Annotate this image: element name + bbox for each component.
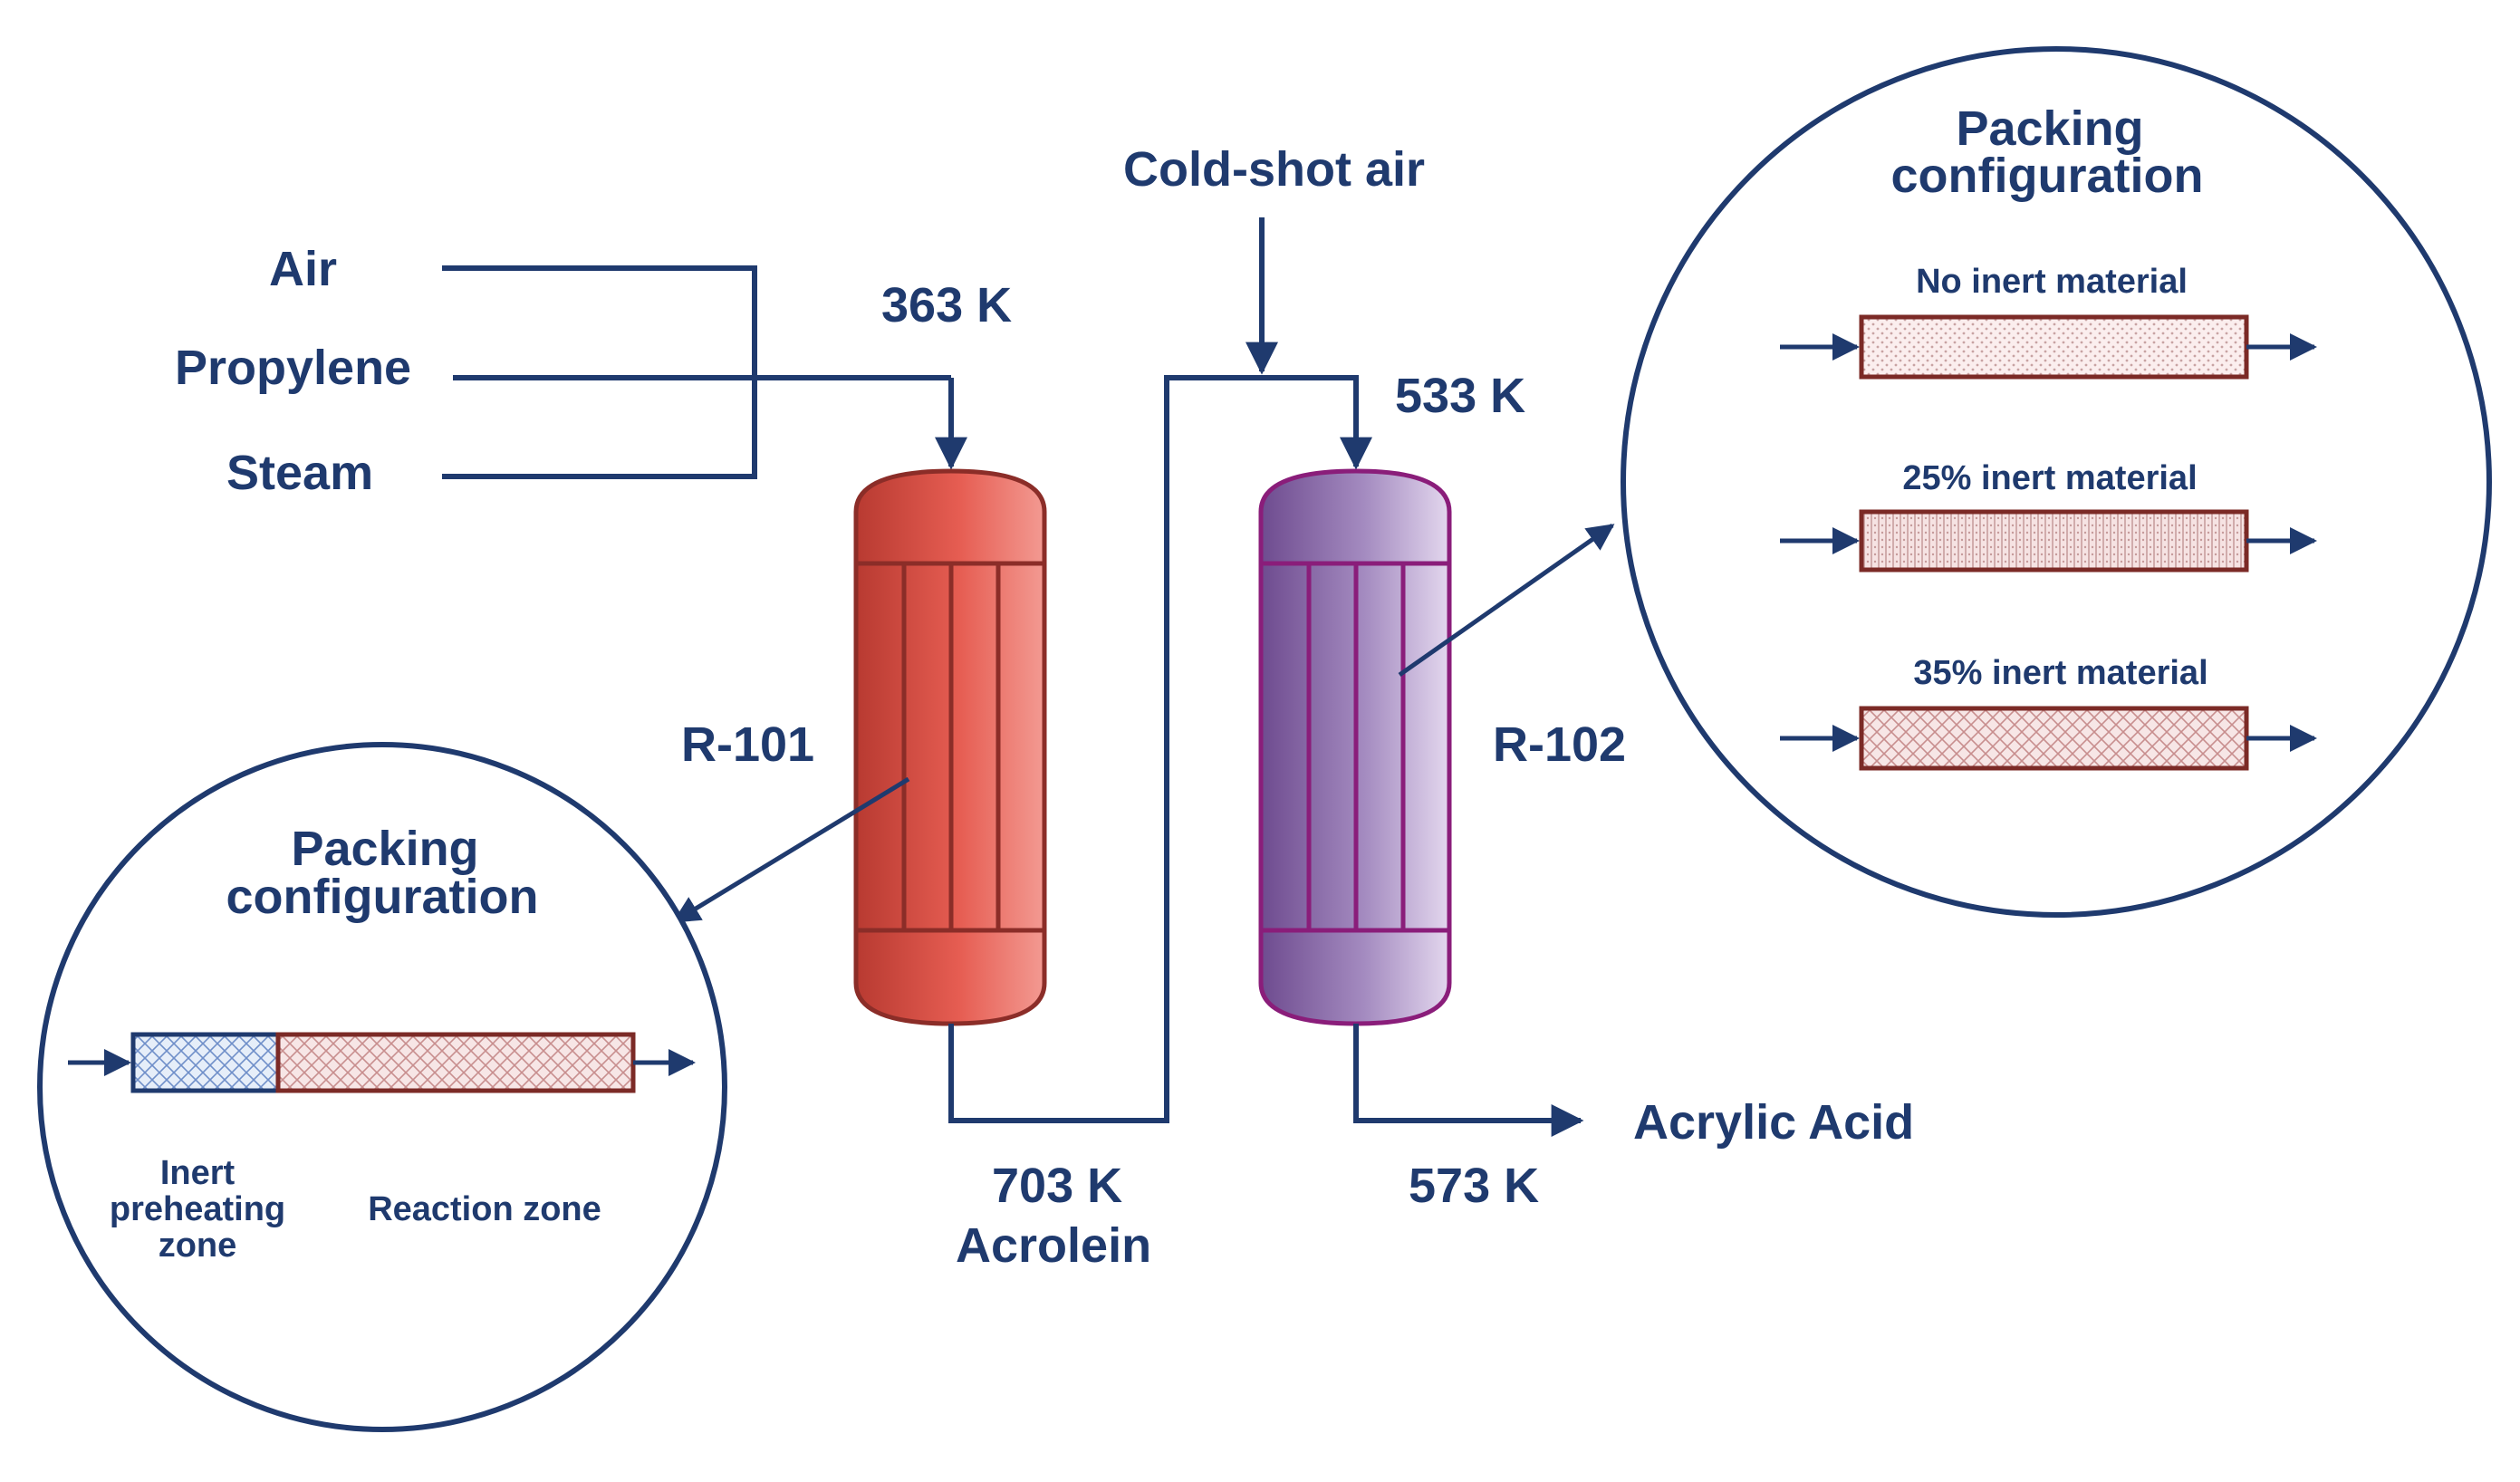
right-detail-title-2: configuration bbox=[1891, 149, 2204, 203]
r101-callout bbox=[672, 776, 910, 924]
r101-inlet-temp: 363 K bbox=[881, 278, 1012, 332]
right-packing-detail: Packing configuration No inert material … bbox=[1621, 46, 2492, 918]
reaction-zone bbox=[275, 1032, 636, 1093]
r102-callout bbox=[1398, 523, 1615, 678]
acrylic-acid-label: Acrylic Acid bbox=[1633, 1095, 1914, 1150]
inert-preheating-zone bbox=[130, 1032, 281, 1093]
packing-25-inert bbox=[1859, 509, 2249, 573]
inert-label-2: preheating bbox=[110, 1190, 285, 1228]
r102-inlet-temp: 533 K bbox=[1395, 369, 1525, 423]
acrylic-acid-line bbox=[1353, 1024, 1584, 1137]
option-no-inert-label: No inert material bbox=[1916, 263, 2188, 301]
air-manifold-line bbox=[442, 265, 757, 476]
packing-no-inert bbox=[1859, 314, 2249, 380]
left-packing-detail: Packing configuration Inert preheating z… bbox=[37, 742, 727, 1432]
left-detail-title-2: configuration bbox=[226, 870, 539, 924]
option-25-inert-label: 25% inert material bbox=[1902, 459, 2197, 497]
acrolein-label: Acrolein bbox=[956, 1218, 1151, 1273]
packing-35-inert bbox=[1859, 706, 2249, 771]
r101-label: R-101 bbox=[681, 717, 814, 772]
r102-label: R-102 bbox=[1493, 717, 1626, 772]
air-steam-vertical bbox=[442, 265, 757, 476]
reactor-r101 bbox=[853, 468, 1047, 1026]
air-label: Air bbox=[269, 242, 337, 296]
feed-lines bbox=[442, 265, 757, 474]
inert-label-1: Inert bbox=[160, 1154, 236, 1192]
propylene-label: Propylene bbox=[175, 341, 411, 395]
acrolein-line bbox=[948, 375, 1372, 1123]
inert-label-3: zone bbox=[159, 1227, 237, 1265]
manifold-box bbox=[442, 265, 757, 479]
right-detail-title-1: Packing bbox=[1956, 101, 2143, 156]
option-35-inert-label: 35% inert material bbox=[1913, 654, 2207, 692]
steam-label: Steam bbox=[226, 446, 373, 500]
acrylic-temp: 573 K bbox=[1409, 1159, 1539, 1213]
acrolein-temp: 703 K bbox=[992, 1159, 1122, 1213]
cold-shot-label: Cold-shot air bbox=[1123, 142, 1425, 197]
reaction-zone-label: Reaction zone bbox=[368, 1190, 601, 1228]
air-steam-manifold bbox=[442, 265, 757, 474]
left-detail-title-1: Packing bbox=[291, 822, 478, 876]
reactor-r102 bbox=[1258, 468, 1452, 1026]
